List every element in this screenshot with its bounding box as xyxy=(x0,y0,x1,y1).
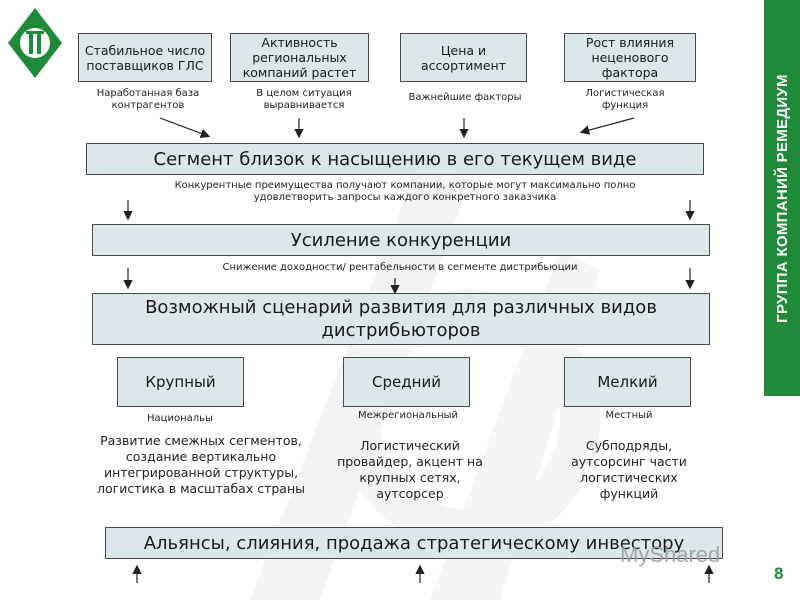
factor-box-regional: Активность региональных компаний растет xyxy=(230,33,369,82)
scope-medium: Межрегиональный xyxy=(357,410,459,421)
type-box-medium: Средний xyxy=(343,357,470,407)
brand-side-bar: ГРУППА КОМПАНИЙ РЕМЕДИУМ xyxy=(764,0,800,396)
factor-note-price: Важнейшие факторы xyxy=(408,92,522,103)
factor-note-suppliers: Наработанная база контрагентов xyxy=(96,88,200,111)
scope-large: Национальы xyxy=(147,413,213,424)
arrow-nonprice xyxy=(579,117,635,135)
segment-saturation-banner: Сегмент близок к насыщению в его текущем… xyxy=(86,143,704,175)
description-medium: Логистический провайдер, акцент на крупн… xyxy=(337,438,483,501)
scenario-banner: Возможный сценарий развития для различны… xyxy=(92,293,710,345)
description-large: Развитие смежных сегментов, создание вер… xyxy=(96,433,305,496)
description-small: Субподряды, аутсорсинг части логистическ… xyxy=(571,438,687,501)
arrow-suppliers xyxy=(159,117,211,138)
myshared-watermark: MyShared xyxy=(620,542,721,567)
factor-note-nonprice: Логистическая функция xyxy=(585,88,665,111)
competition-banner: Усиление конкуренции xyxy=(92,224,710,256)
alliances-banner: Альянсы, слияния, продажа стратегическом… xyxy=(105,527,723,559)
factor-box-nonprice: Рост влияния неценового фактора xyxy=(564,33,696,82)
company-logo xyxy=(8,8,62,78)
type-box-large: Крупный xyxy=(117,357,244,407)
brand-side-title: ГРУППА КОМПАНИЙ РЕМЕДИУМ xyxy=(773,73,791,323)
competitive-advantage-note: Конкурентные преимущества получают компа… xyxy=(174,180,636,203)
scope-small: Местный xyxy=(605,410,653,421)
factor-box-suppliers: Стабильное число поставщиков ГЛС xyxy=(78,33,212,82)
profitability-note: Снижение доходности/ рентабельности в се… xyxy=(222,262,578,273)
factor-note-regional: В целом ситуация выравнивается xyxy=(256,88,352,111)
factor-box-price: Цена и ассортимент xyxy=(400,33,527,82)
page-number: 8 xyxy=(774,564,784,583)
type-box-small: Мелкий xyxy=(564,357,691,407)
